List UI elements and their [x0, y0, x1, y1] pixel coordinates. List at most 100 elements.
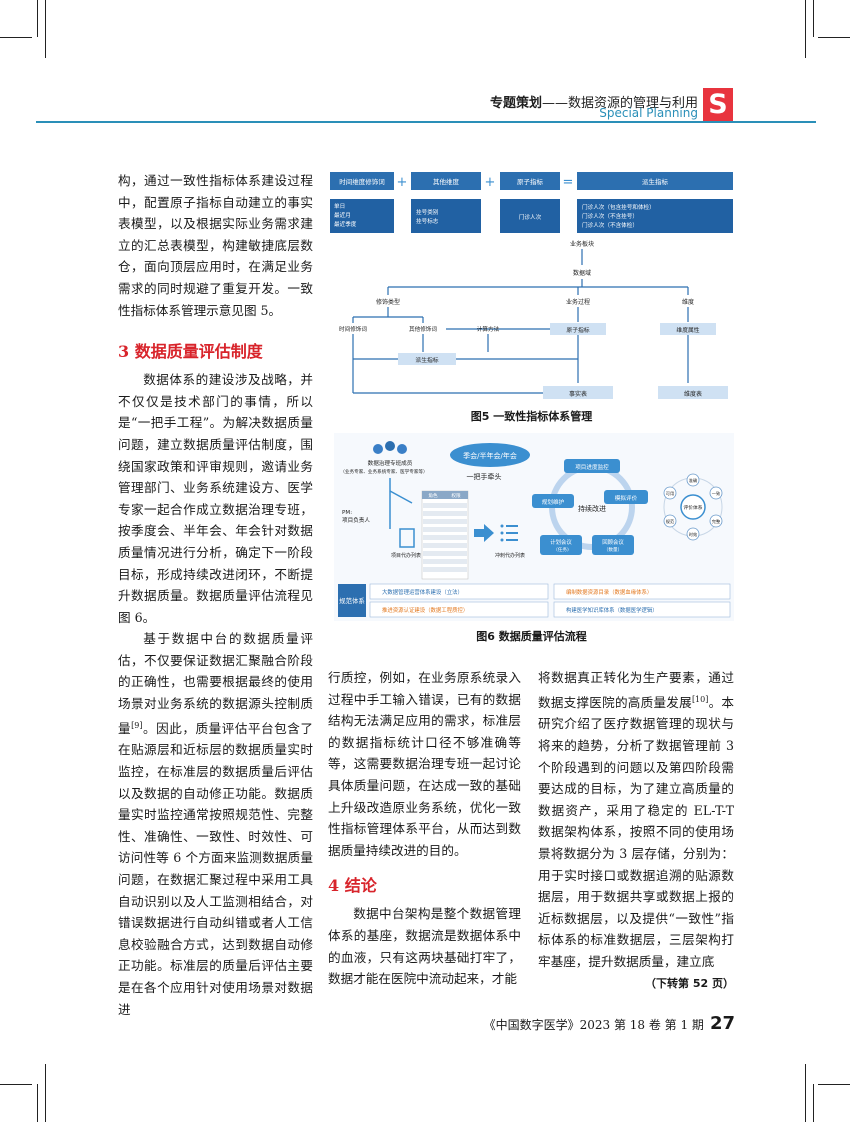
- section-badge: S: [703, 88, 733, 122]
- paragraph: 将数据真正转化为生产要素，通过数据支撑医院的高质量发展[10]。本研究介绍了医疗…: [538, 667, 734, 973]
- paragraph: 数据中台架构是整个数据管理体系的基座，数据流是数据体系中的血液，只有这两块基础打…: [328, 906, 521, 987]
- topic-label: ——数据资源的管理与利用: [541, 96, 698, 111]
- detail-text: 门诊人次（不含挂号）: [582, 212, 638, 220]
- meetings-bubble: [450, 443, 530, 467]
- node-fact-table: 事实表: [569, 390, 587, 398]
- team-label: 数据治理专班成员: [368, 459, 413, 467]
- citation: [10]: [691, 694, 709, 704]
- node-dimension: 维度: [682, 298, 694, 306]
- crop-mark: [0, 1084, 32, 1085]
- figure-5-diagram: 时间维度修饰词 + 其他维度 + 原子指标 = 派生指标 单日 最近月 最近季度…: [328, 167, 735, 403]
- paragraph: 行质控，例如，在业务原系统录入过程中手工输入错误，已有的数据结构无法满足应用的需…: [328, 670, 521, 858]
- bar-label: 原子指标: [517, 177, 544, 186]
- cycle-step: 模拟评价: [615, 494, 638, 502]
- paragraph: 数据体系的建设涉及战略，并不仅仅是技术部门的事情，所以是“一把手工程”。为解决数…: [118, 372, 313, 625]
- node-atomic-metric: 原子指标: [566, 326, 589, 334]
- paragraph: 构，通过一致性指标体系建设过程中，配置原子指标自动建立的事实表模型，以及根据实际…: [118, 173, 313, 318]
- person-icon: [385, 441, 395, 451]
- section-heading: 3 数据质量评估制度: [118, 342, 263, 362]
- bar-label: 派生指标: [642, 177, 669, 186]
- citation: [9]: [131, 720, 143, 730]
- table-header: 权限: [451, 492, 461, 499]
- plus-sign: +: [485, 175, 496, 190]
- cycle-step: 项目进度监控: [575, 463, 609, 471]
- norm-item: 构建医学知识库体系（数据医学逻辑）: [566, 606, 658, 614]
- node-dimension-table: 维度表: [684, 390, 702, 398]
- crop-mark: [805, 0, 806, 58]
- bar-atomic-metric: [500, 172, 560, 190]
- detail-text: 门诊人次（不含体检）: [582, 221, 638, 229]
- detail-text: 门诊人次: [519, 213, 542, 221]
- figure-6-diagram: 数据治理专班成员 （业务专家、业务系统专家、医学专家等） 季会/半年会/年会 一…: [334, 433, 734, 621]
- node-modifier-type: 修饰类型: [376, 298, 400, 306]
- team-members-label: （业务专家、业务系统专家、医学专家等）: [340, 468, 427, 475]
- running-header-subtitle: Special Planning: [599, 106, 698, 120]
- column-3: 将数据真正转化为生产要素，通过数据支撑医院的高质量发展[10]。本研究介绍了医疗…: [538, 667, 734, 994]
- crop-mark: [813, 1084, 814, 1122]
- column-1: 构，通过一致性指标体系建设过程中，配置原子指标自动建立的事实表模型，以及根据实际…: [118, 170, 313, 1020]
- running-header-title: 专题策划——数据资源的管理与利用: [470, 92, 698, 111]
- eval-item: 完整: [712, 518, 721, 525]
- node-data-domain: 数据域: [573, 269, 591, 277]
- crop-mark: [813, 0, 814, 37]
- table-header: 角色: [428, 492, 438, 499]
- crop-mark: [45, 0, 46, 58]
- detail-text: 最近月: [334, 211, 351, 219]
- section-heading: 4 结论: [328, 876, 377, 896]
- cycle-step: 回顾会议: [602, 538, 624, 546]
- person-icon: [397, 444, 407, 454]
- cycle-center: 持续改进: [578, 504, 606, 513]
- crop-mark: [45, 1064, 46, 1122]
- cycle-step: 规划维护: [542, 498, 565, 506]
- column-2: 行质控，例如，在业务原系统录入过程中手工输入错误，已有的数据结构无法满足应用的需…: [328, 667, 521, 990]
- node-time-modifier: 时间修饰词: [339, 325, 367, 333]
- text-run: 。因此，质量评估平台包含了在贴源层和近标层的数据质量实时监控，在标准层的数据质量…: [118, 720, 314, 1017]
- norm-item: 大数据管理运营体系建设（立法）: [382, 588, 463, 596]
- page-number: 27: [709, 1013, 735, 1034]
- figure-5-caption: 图5 一致性指标体系管理: [470, 410, 593, 423]
- crop-mark: [818, 1084, 850, 1085]
- text-run: 。本研究介绍了医疗数据管理的现状与将来的趋势，分析了数据管理前 3 个阶段遇到的…: [538, 694, 735, 969]
- norm-item: 编制数据资源目录（数据血缘体系）: [566, 588, 652, 596]
- clipboard-icon: [399, 528, 415, 548]
- person-icon: [373, 444, 383, 454]
- detail-text: 最近季度: [334, 220, 357, 228]
- detail-text: 单日: [334, 202, 345, 210]
- bar-label: 时间维度修饰词: [339, 177, 385, 186]
- cycle-step: 计划会议: [550, 538, 572, 546]
- node-derived-metric: 派生指标: [415, 356, 438, 364]
- plus-sign: +: [397, 175, 408, 190]
- node-business-block: 业务板块: [570, 240, 594, 248]
- bar-time-modifier: [330, 172, 394, 190]
- eval-item: 一致: [712, 490, 721, 497]
- bar-derived-metric: [577, 172, 733, 190]
- pm-role: 项目负责人: [342, 516, 370, 524]
- crop-mark: [0, 37, 32, 38]
- equals-sign: =: [563, 175, 574, 190]
- eval-center: 评价体系: [683, 504, 702, 511]
- detail-text: 门诊人次（包含挂号和体检）: [582, 203, 655, 211]
- paragraph: 基于数据中台的数据质量评估，不仅要保证数据汇聚融合阶段的正确性，也需要根据最终的…: [118, 628, 313, 1020]
- cycle-step-sub: （数量）: [604, 546, 622, 553]
- cycle-step-sub: （任务): [553, 546, 569, 553]
- node-business-process: 业务过程: [566, 298, 590, 306]
- norm-item: 推进资源认证建设（数据工程质控）: [382, 606, 468, 614]
- bar-other-dimension: [411, 172, 481, 190]
- detail-text: 挂号标志: [416, 217, 439, 225]
- text-run: 将数据真正转化为生产要素，通过数据支撑医院的高质量发展: [538, 670, 734, 710]
- arrow-icon: [474, 524, 494, 542]
- detail-text: 挂号类别: [416, 208, 439, 216]
- eval-item: 可用: [666, 491, 674, 497]
- eval-item: 时效: [689, 531, 698, 538]
- figure-6-caption: 图6 数据质量评估流程: [476, 630, 587, 643]
- todo-list-label: 冲刺代办列表: [495, 552, 525, 559]
- section-label: 专题策划: [489, 96, 542, 111]
- header-rule: [36, 121, 816, 123]
- leader-label: 一把手牵头: [467, 472, 502, 481]
- text-run: 基于数据中台的数据质量评估，不仅要保证数据汇聚融合阶段的正确性，也需要根据最终的…: [118, 631, 313, 736]
- node-dimension-attr: 维度属性: [676, 326, 699, 334]
- node-calc-method: 计算方法: [477, 325, 500, 333]
- meetings-label: 季会/半年会/年会: [463, 451, 517, 460]
- node-other-modifier: 其他修饰词: [409, 325, 437, 333]
